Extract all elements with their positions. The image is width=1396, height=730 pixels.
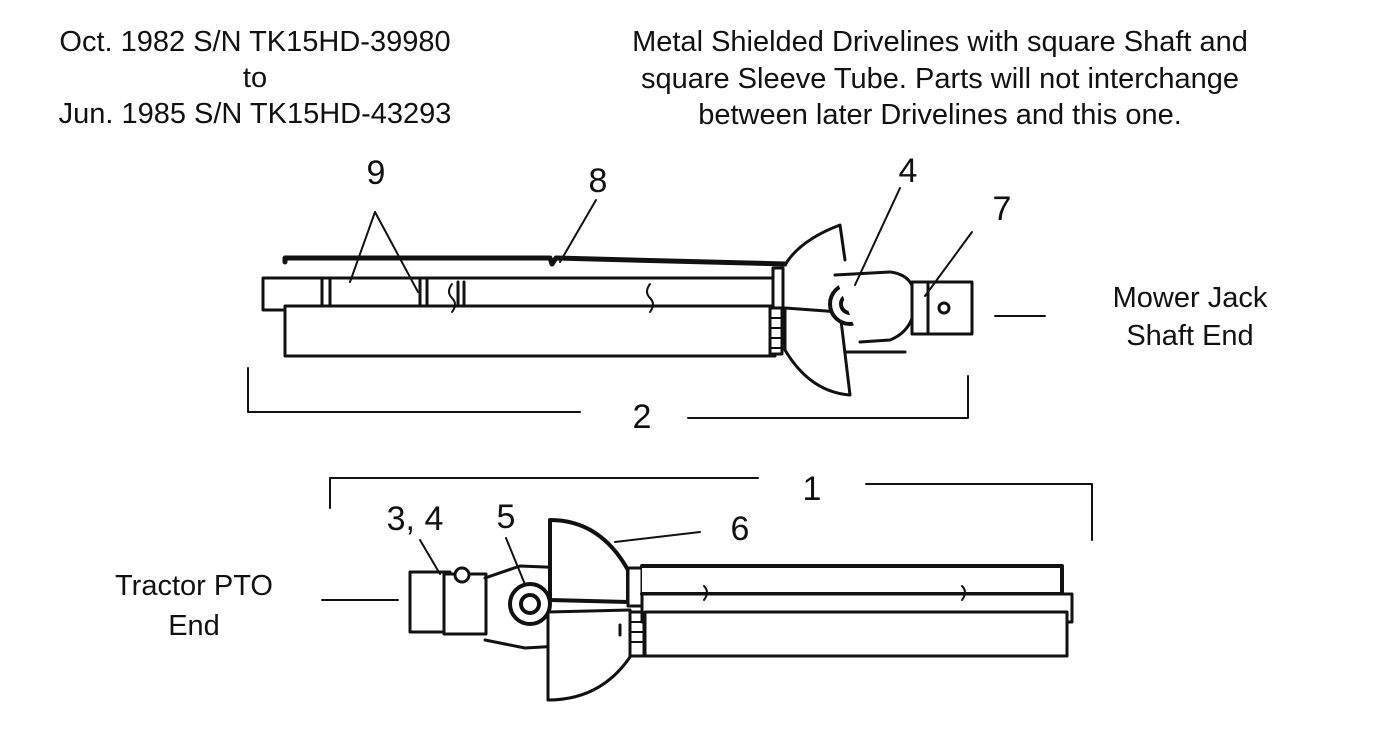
mower-end-label-1: Mower Jack: [1112, 282, 1268, 314]
description-line-2: square Sleeve Tube. Parts will not inter…: [640, 63, 1240, 95]
serial-range-end: Jun. 1985 S/N TK15HD-43293: [58, 98, 452, 130]
callout-1: 1: [802, 470, 822, 508]
callout-8: 8: [588, 162, 608, 200]
callout-3-4: 3, 4: [386, 500, 444, 538]
mower-end-label-2: Shaft End: [1126, 320, 1254, 352]
tractor-end-label-1: Tractor PTO: [115, 570, 273, 602]
callout-5: 5: [496, 498, 516, 536]
callout-7: 7: [992, 190, 1012, 228]
tractor-end-label-2: End: [168, 610, 220, 642]
callout-4-top: 4: [898, 152, 918, 190]
description-line-3: between later Drivelines and this one.: [698, 99, 1182, 131]
callout-2: 2: [632, 398, 652, 436]
callout-9: 9: [366, 154, 386, 192]
callout-6: 6: [730, 510, 750, 548]
serial-range-start: Oct. 1982 S/N TK15HD-39980: [59, 26, 451, 58]
description-line-1: Metal Shielded Drivelines with square Sh…: [632, 26, 1248, 58]
driveline-assembly-top: [261, 223, 1046, 397]
driveline-assembly-bottom: [321, 518, 1074, 702]
serial-range-to: to: [242, 62, 268, 94]
